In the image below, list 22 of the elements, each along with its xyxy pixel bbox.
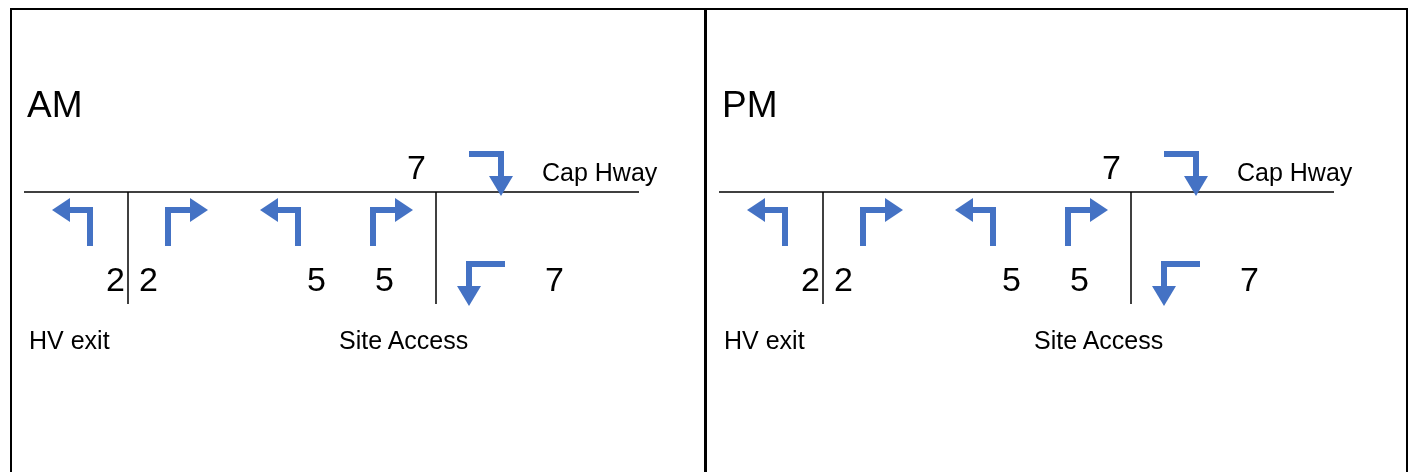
road-name: Cap Hway bbox=[542, 160, 658, 185]
volume-number: 7 bbox=[1240, 262, 1259, 296]
volume-number: 5 bbox=[307, 262, 326, 296]
volume-number: 2 bbox=[106, 262, 125, 296]
road-name: HV exit bbox=[29, 328, 110, 353]
volume-number: 7 bbox=[407, 150, 426, 184]
volume-number: 5 bbox=[375, 262, 394, 296]
volume-number: 2 bbox=[139, 262, 158, 296]
volume-number: 2 bbox=[801, 262, 820, 296]
road-name: Site Access bbox=[1034, 328, 1164, 353]
volume-number: 7 bbox=[545, 262, 564, 296]
period-heading: PM bbox=[722, 86, 778, 123]
diagram-panel bbox=[10, 8, 706, 472]
road-name: Cap Hway bbox=[1237, 160, 1353, 185]
volume-number: 5 bbox=[1002, 262, 1021, 296]
volume-number: 2 bbox=[834, 262, 853, 296]
volume-number: 5 bbox=[1070, 262, 1089, 296]
diagram-panel bbox=[705, 8, 1408, 472]
volume-number: 7 bbox=[1102, 150, 1121, 184]
period-heading: AM bbox=[27, 86, 83, 123]
road-name: HV exit bbox=[724, 328, 805, 353]
road-name: Site Access bbox=[339, 328, 469, 353]
